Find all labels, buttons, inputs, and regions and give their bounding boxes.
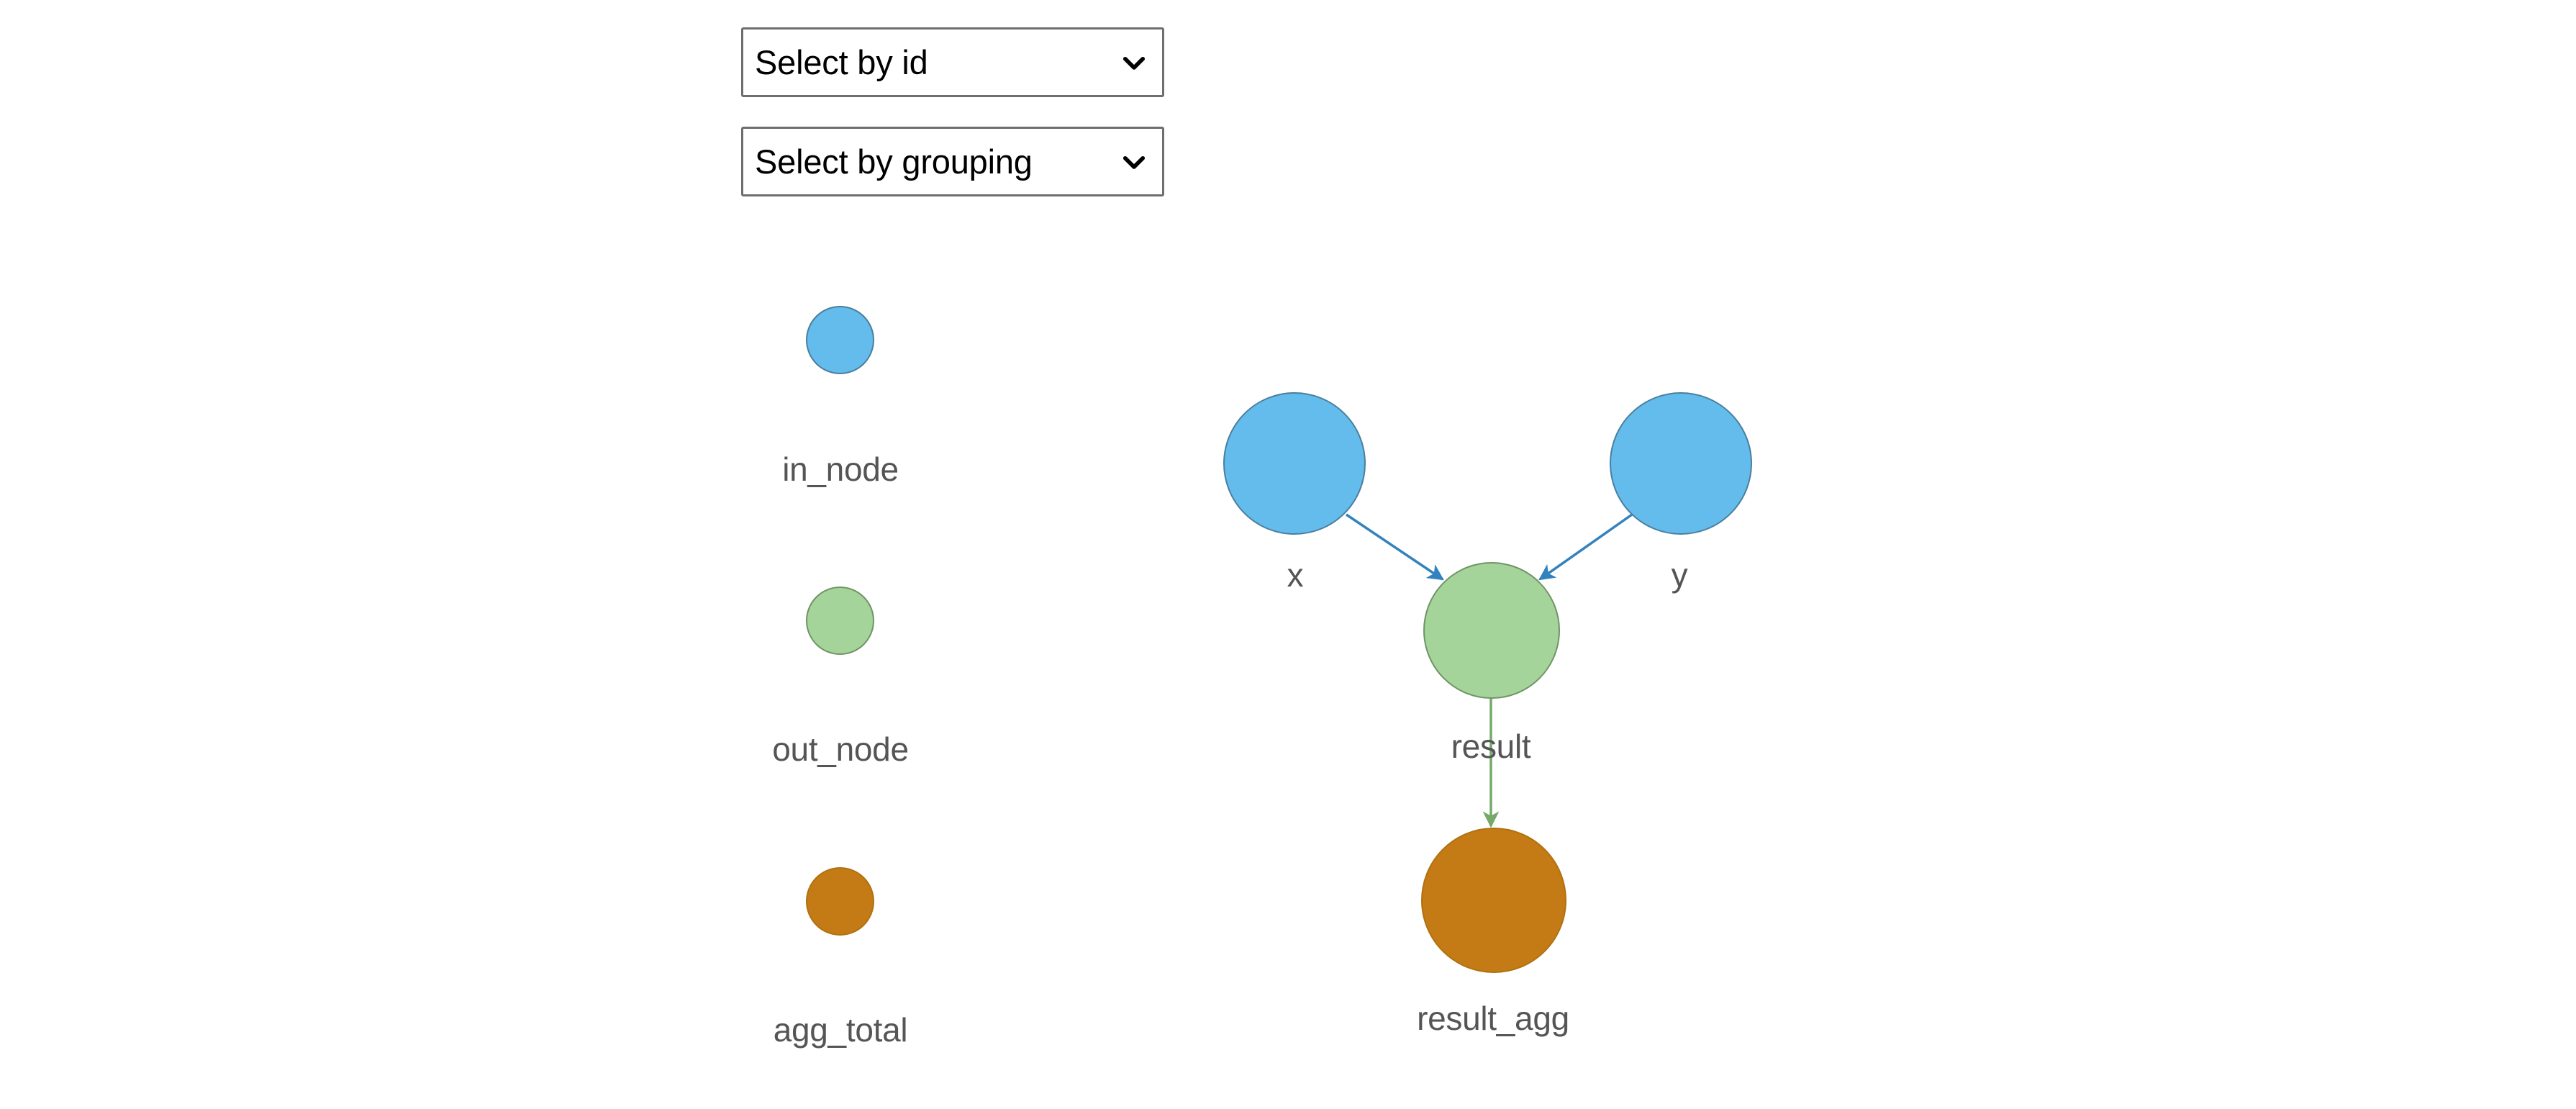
edge-label-y: y (1671, 556, 1688, 594)
legend-swatch-out-node[interactable] (806, 587, 874, 655)
legend-swatch-in-node[interactable] (806, 306, 874, 374)
edge-label-result: result (1451, 728, 1531, 765)
graph-node-y[interactable] (1610, 392, 1752, 535)
select-by-grouping-dropdown[interactable]: Select by grouping (741, 127, 1164, 196)
legend-label-out-node: out_node (772, 730, 909, 768)
controls-panel: Select by id Select by grouping (741, 27, 1164, 226)
select-by-id-dropdown[interactable]: Select by id (741, 27, 1164, 97)
select-by-id-value: Select by id (755, 43, 928, 81)
chevron-down-icon (1123, 155, 1146, 169)
chevron-down-icon (1123, 56, 1146, 70)
select-by-grouping-value: Select by grouping (755, 142, 1033, 181)
graph-node-x[interactable] (1223, 392, 1366, 535)
legend-label-agg-total: agg_total (773, 1011, 908, 1049)
edge-y-to-result (1538, 513, 1633, 581)
edge-label-x: x (1287, 556, 1304, 594)
graph-node-result-agg[interactable] (1421, 828, 1566, 973)
legend-label-in-node: in_node (782, 451, 899, 488)
edge-x-to-result (1346, 513, 1444, 581)
graph-node-result[interactable] (1423, 562, 1560, 699)
legend-swatch-agg-total[interactable] (806, 867, 874, 936)
graph-node-label-result-agg: result_agg (1417, 1000, 1569, 1037)
